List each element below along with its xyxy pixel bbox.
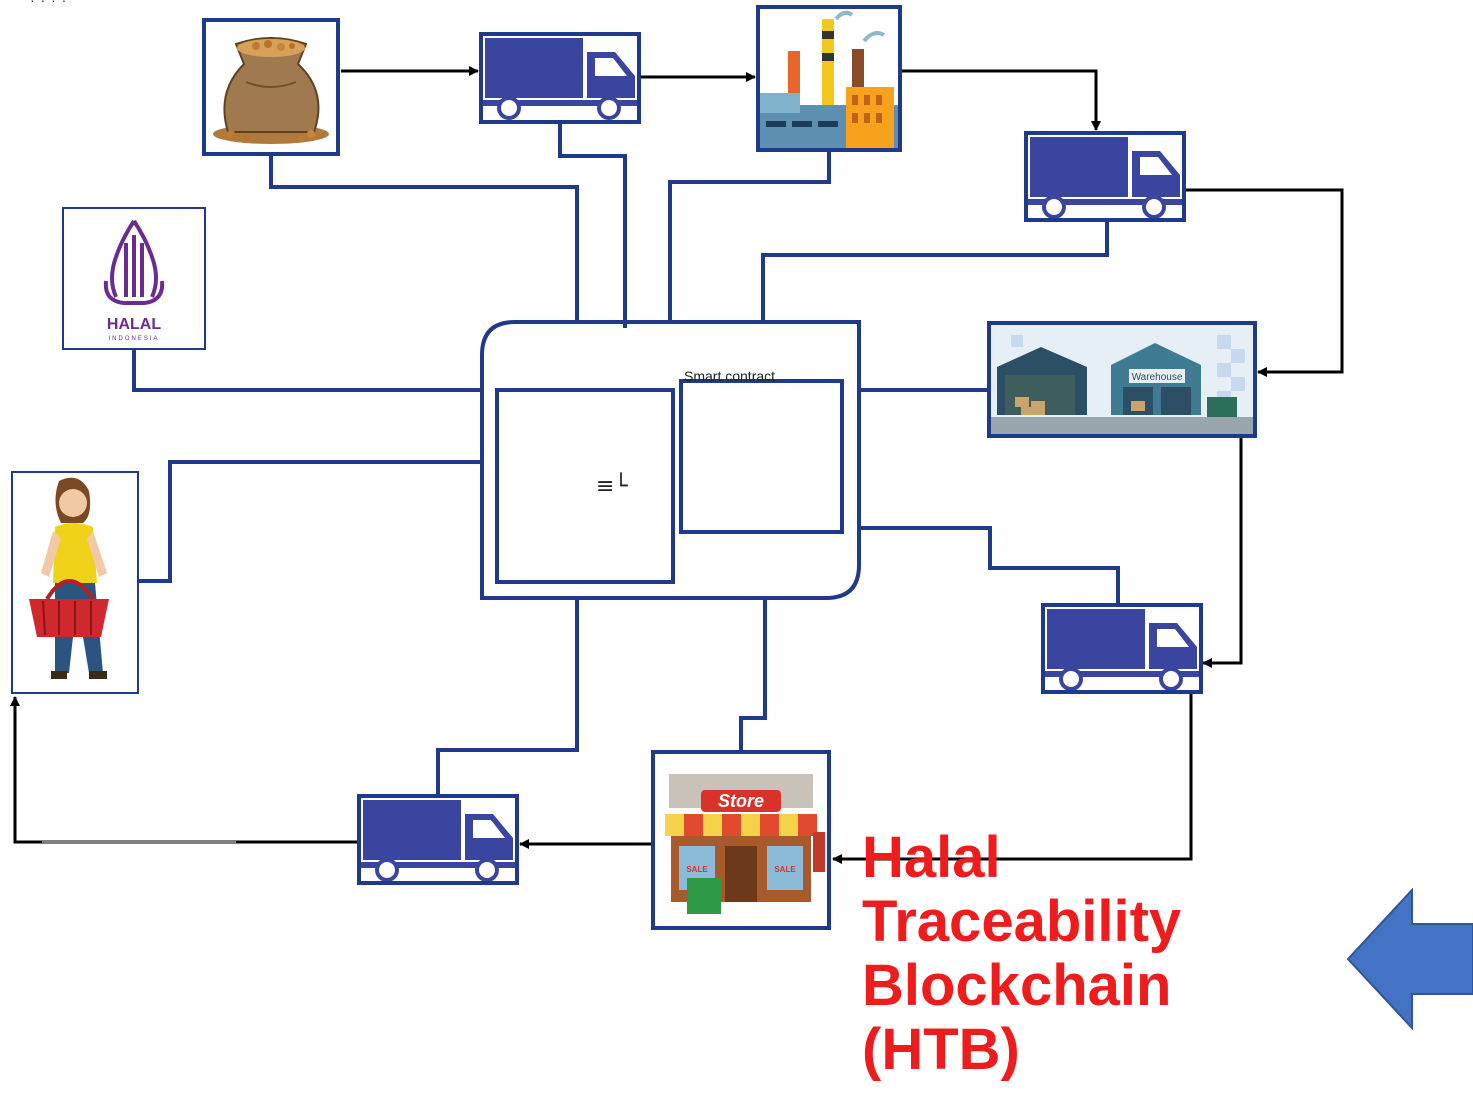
link-truck1-blockchain xyxy=(558,124,627,328)
factory xyxy=(756,5,902,152)
warehouse: Warehouse xyxy=(987,321,1257,438)
store-sale-left: SALE xyxy=(686,865,708,874)
truck-icon xyxy=(1045,609,1199,690)
flow-truck3-store xyxy=(832,694,1193,864)
factory-icon xyxy=(760,10,898,148)
ledger-box xyxy=(495,388,675,584)
shopper-icon xyxy=(29,477,109,679)
consumer xyxy=(11,471,139,694)
store-icon: Store SALE SALE xyxy=(665,774,825,914)
store: Store SALE SALE xyxy=(651,750,831,930)
link-factory-blockchain xyxy=(668,150,831,322)
left-arrow-icon xyxy=(1346,887,1473,1031)
store-sale-right: SALE xyxy=(774,865,796,874)
htb-title: Halal Traceability Blockchain (HTB) xyxy=(862,826,1282,1082)
flow-truck4-consumer xyxy=(10,696,364,844)
raw-material-sack xyxy=(202,18,340,156)
truck-2 xyxy=(1024,131,1186,222)
link-sack-blockchain xyxy=(269,155,579,322)
halal-certification: HALAL INDONESIA xyxy=(62,207,206,350)
link-store-blockchain xyxy=(739,598,767,752)
warehouse-sign: Warehouse xyxy=(1132,372,1183,383)
link-truck2-blockchain xyxy=(761,222,1109,322)
ledger-icon: ≡└ xyxy=(596,474,628,499)
link-consumer-blockchain xyxy=(135,460,482,583)
truck-3 xyxy=(1041,603,1203,694)
corner-mark: · · · · xyxy=(30,0,68,8)
smart-contract-box xyxy=(679,379,844,534)
truck-icon xyxy=(483,38,637,120)
warehouse-icon: Warehouse xyxy=(991,325,1253,434)
halal-word: HALAL xyxy=(107,316,161,333)
title-line-4: (HTB) xyxy=(862,1017,1020,1082)
title-line-1: Halal xyxy=(862,825,1001,890)
blockchain-container xyxy=(480,320,861,600)
link-truck4-blockchain xyxy=(436,598,579,795)
store-sign: Store xyxy=(718,791,764,811)
truck-4 xyxy=(357,794,519,885)
truck-icon xyxy=(1028,137,1182,218)
halal-logo-icon: HALAL INDONESIA xyxy=(103,219,165,342)
flow-truck2-warehouse xyxy=(1186,188,1344,377)
sack-icon xyxy=(213,37,329,144)
back-arrow-button[interactable] xyxy=(1346,887,1473,1035)
title-line-3: Blockchain xyxy=(862,953,1172,1018)
title-line-2: Traceability xyxy=(862,889,1182,954)
flow-factory-truck2 xyxy=(902,69,1101,131)
link-truck3-blockchain xyxy=(859,526,1120,604)
truck-1 xyxy=(479,32,641,124)
smart-contract-label: Smart contract xyxy=(684,368,776,384)
link-halal-blockchain xyxy=(132,350,482,392)
halal-country: INDONESIA xyxy=(108,336,159,342)
flow-warehouse-truck3 xyxy=(1202,438,1243,668)
truck-icon xyxy=(361,800,515,881)
